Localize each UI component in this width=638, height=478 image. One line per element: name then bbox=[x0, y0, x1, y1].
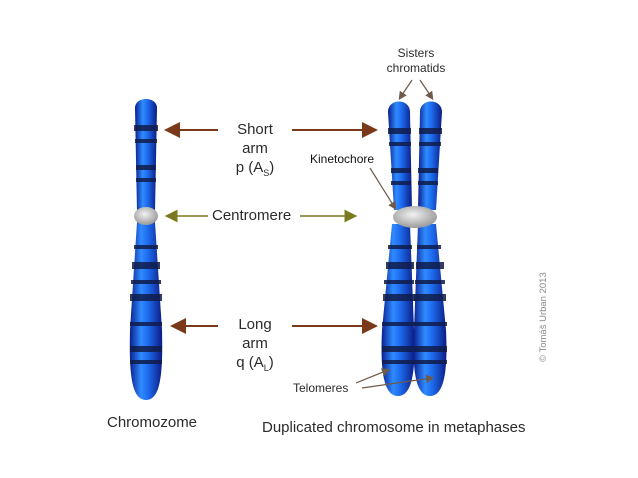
sisters-line1: Sisters bbox=[397, 46, 435, 60]
long-line3: q (AL) bbox=[236, 354, 274, 373]
telomeres-arrow-right bbox=[361, 374, 435, 389]
telomeres-label: Telomeres bbox=[293, 381, 349, 395]
telomeres-arrow-left bbox=[355, 368, 391, 384]
short-line3: p (AS) bbox=[235, 159, 275, 178]
short-line1: Short bbox=[237, 121, 273, 138]
short-arm bbox=[135, 99, 157, 212]
chromosome-bands bbox=[130, 125, 162, 364]
chromosome-caption: Chromozome bbox=[107, 414, 198, 431]
kinetochore-label: Kinetochore bbox=[310, 152, 375, 166]
centromere bbox=[134, 207, 158, 225]
long-arm-label: Long arm q (AL) bbox=[222, 315, 288, 378]
short-arm-label: Short arm p (AS) bbox=[222, 120, 288, 183]
kinetochore-arrow bbox=[369, 167, 397, 211]
sisters-line2: chromatids bbox=[386, 61, 446, 75]
single-chromosome bbox=[129, 99, 163, 400]
long-line1: Long bbox=[238, 316, 272, 333]
sisters-arrow-right bbox=[419, 79, 434, 100]
long-line2: arm bbox=[242, 335, 268, 352]
chromatid-left bbox=[381, 101, 415, 396]
sisters-chromatids-label: Sisters chromatids bbox=[376, 46, 456, 76]
sisters-arrow-left bbox=[398, 79, 413, 100]
copyright-text: © Tomáš Urban 2013 bbox=[538, 272, 549, 362]
kinetochore-centromere bbox=[393, 206, 437, 228]
duplicated-caption: Duplicated chromosome in metaphases bbox=[262, 419, 526, 436]
chromatid-right bbox=[413, 101, 447, 396]
short-line2: arm bbox=[242, 140, 268, 157]
centromere-label: Centromere bbox=[212, 207, 292, 224]
